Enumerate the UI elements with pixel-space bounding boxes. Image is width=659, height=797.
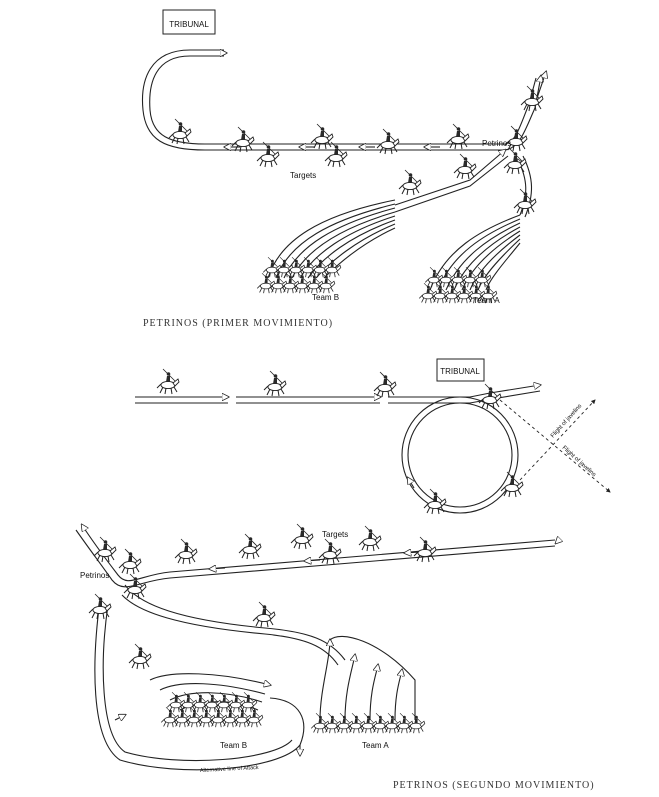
- bottom-riders-lower: [88, 523, 437, 670]
- caption-primer: PETRINOS (PRIMER MOVIMIENTO): [143, 318, 333, 329]
- targets-label-2: Targets: [322, 530, 348, 539]
- javelin-flights: Flight of javelins Flight of javelins: [499, 399, 611, 493]
- petrinos-label-2: Petrinos: [80, 571, 109, 580]
- team-a-riders-2: [310, 712, 426, 734]
- team-b-label: Team B: [312, 293, 339, 302]
- tribunal-box: [162, 9, 216, 35]
- main-track: [141, 50, 546, 151]
- tribunal-box-2: [436, 358, 485, 382]
- diagram-segundo-movimiento: TRIBUNAL Flight of javelins Flight of ja…: [75, 358, 611, 791]
- caption-segundo: PETRINOS (SEGUNDO MOVIMIENTO): [393, 780, 595, 791]
- team-b-riders: [256, 256, 342, 294]
- targets-label: Targets: [290, 171, 316, 180]
- circle-track: [401, 396, 519, 514]
- flight-label-1: Flight of javelins: [550, 403, 583, 439]
- team-a-label-2: Team A: [362, 741, 389, 750]
- alt-line-label: Alternative line of Attack: [200, 765, 259, 774]
- diagram-primer-movimiento: TRIBUNAL: [141, 9, 546, 329]
- flight-label-2: Flight of javelins: [561, 445, 597, 478]
- lower-track: [75, 525, 560, 666]
- team-b-label-2: Team B: [220, 741, 247, 750]
- bottom-riders-top: [156, 368, 524, 515]
- team-a-arcs: [319, 635, 416, 721]
- tribunal-label-2: TRIBUNAL: [440, 367, 480, 376]
- petrinos-label: Petrinos: [482, 139, 511, 148]
- tribunal-label: TRIBUNAL: [169, 20, 209, 29]
- team-a-label: Team A: [473, 296, 500, 305]
